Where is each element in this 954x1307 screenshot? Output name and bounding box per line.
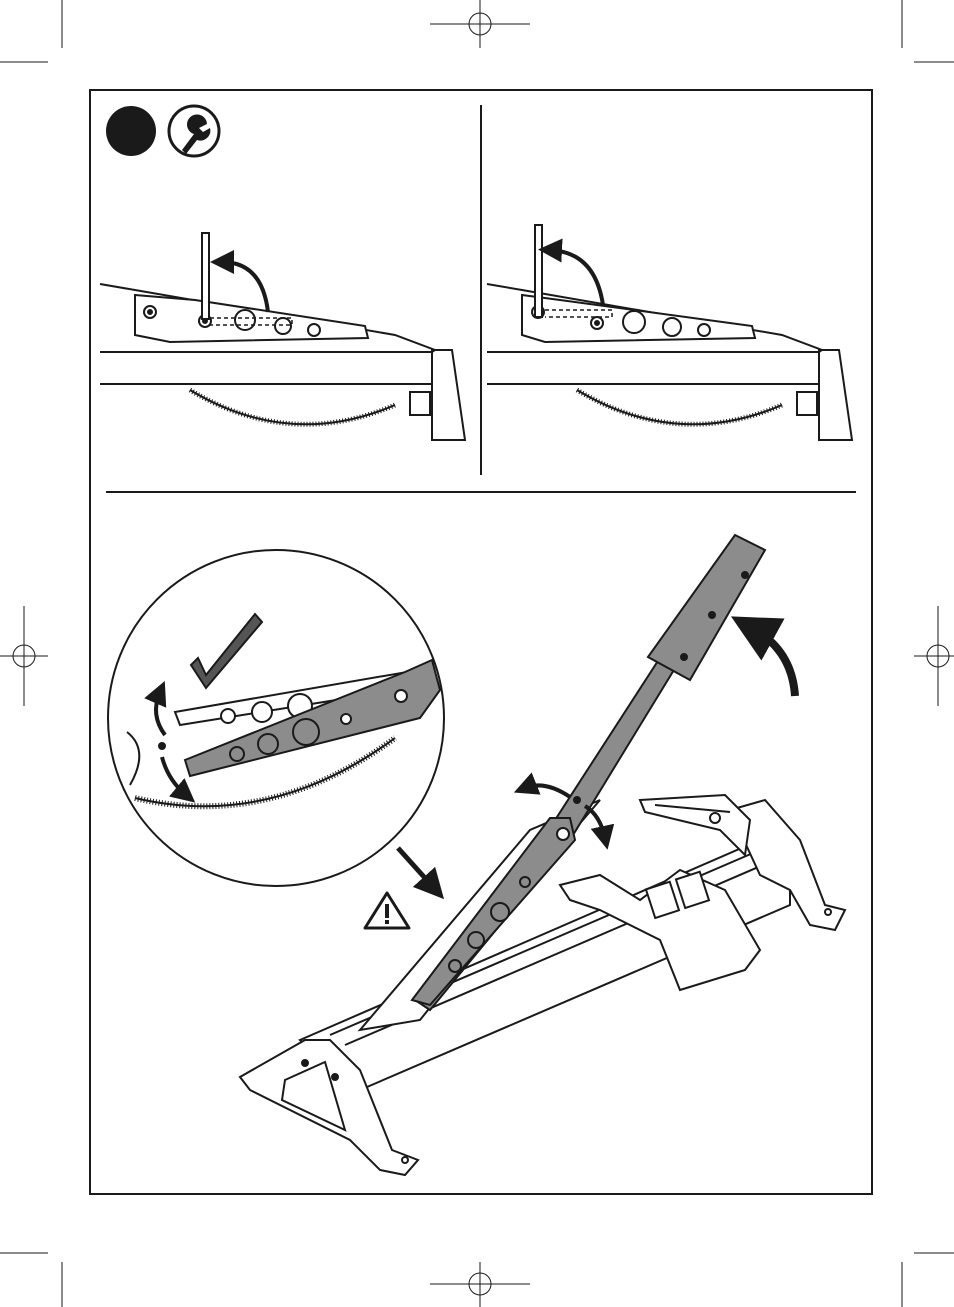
panel-before (100, 233, 465, 440)
hex-key (535, 225, 542, 317)
lever-grip (648, 535, 765, 680)
step-badge-icon (106, 106, 156, 156)
hex-key (202, 233, 209, 319)
detail-pointer-arrow (398, 848, 434, 888)
adjust-plate (522, 295, 755, 342)
registration-mark-right (914, 606, 954, 706)
lift-arrow (752, 628, 795, 696)
saw-blade (190, 390, 395, 424)
saw-blade (577, 390, 782, 424)
adjust-plate (135, 295, 368, 342)
pivot-arrow-left (525, 785, 570, 797)
warning-triangle-icon (365, 893, 409, 928)
registration-mark-left (0, 606, 48, 706)
magnified-detail (108, 550, 444, 886)
registration-mark-top (430, 0, 530, 48)
panel-after (487, 225, 852, 440)
registration-mark-bottom (430, 1262, 530, 1307)
wrench-icon (169, 106, 219, 156)
